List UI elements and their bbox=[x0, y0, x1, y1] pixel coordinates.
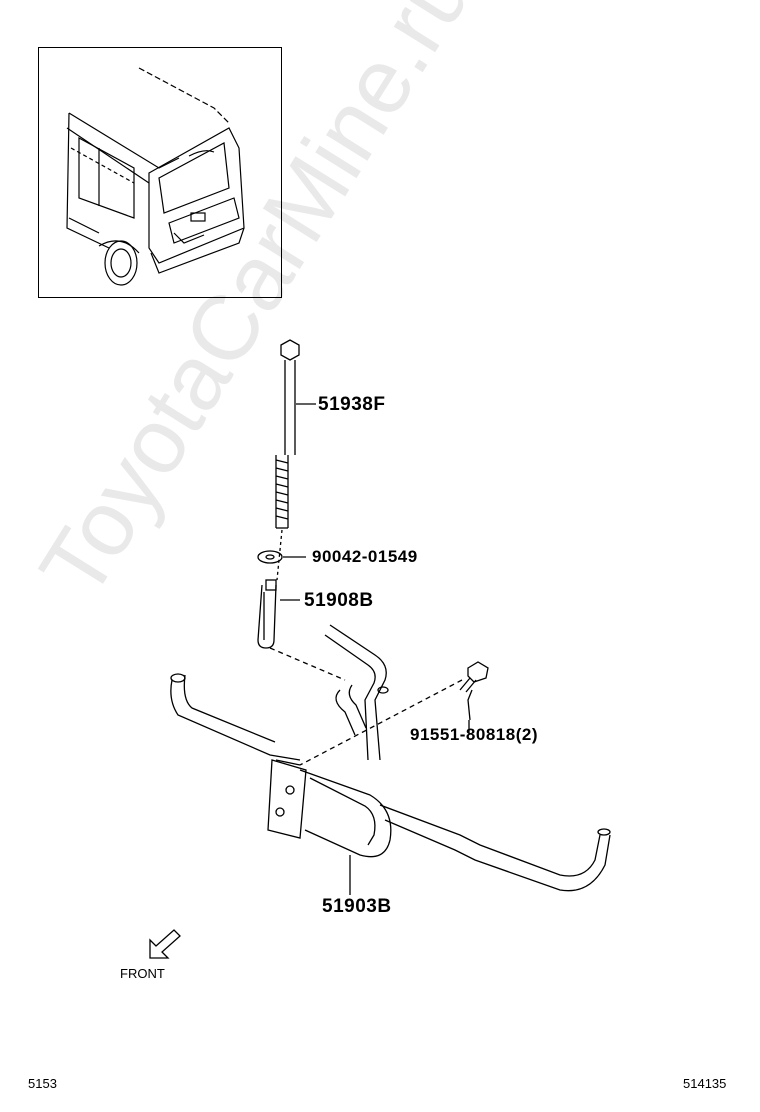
hanger-drawing bbox=[170, 624, 611, 895]
long-bolt-drawing bbox=[275, 339, 316, 529]
part-label-washer[interactable]: 90042-01549 bbox=[312, 547, 418, 566]
vehicle-rear-view-drawing bbox=[66, 67, 245, 286]
washer-drawing bbox=[257, 550, 306, 564]
clamp-drawing bbox=[257, 579, 300, 649]
footer-left-code: 5153 bbox=[28, 1076, 57, 1091]
part-label-long-bolt[interactable]: 51938F bbox=[318, 394, 386, 415]
part-label-hanger[interactable]: 51903B bbox=[322, 896, 392, 917]
part-label-clamp[interactable]: 51908B bbox=[304, 590, 374, 611]
vehicle-location-inset bbox=[38, 47, 282, 298]
front-arrow-icon bbox=[149, 929, 181, 959]
footer-right-code: 514135 bbox=[683, 1076, 727, 1091]
front-label: FRONT bbox=[120, 966, 165, 981]
small-bolt-drawing bbox=[459, 661, 489, 721]
part-label-small-bolt[interactable]: 91551-80818(2) bbox=[410, 725, 538, 744]
